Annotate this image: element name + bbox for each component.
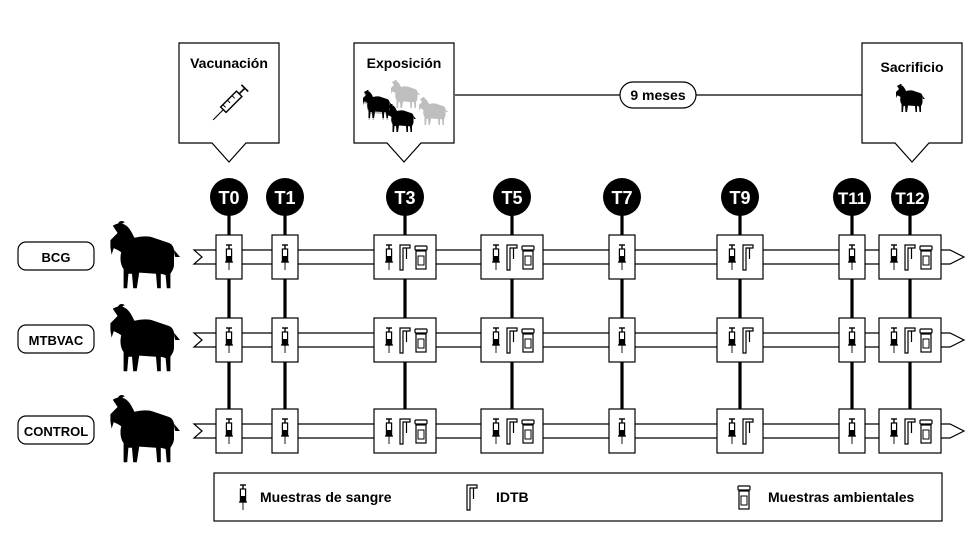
sample-box-t12 <box>878 317 942 363</box>
event-sacrifice-label: Sacrificio <box>880 59 943 75</box>
timepoint-markers: T0 T1 T3 T5 T7 T9 T11 T12 <box>210 178 929 216</box>
jar-icon <box>521 245 535 270</box>
sample-box-t5 <box>480 317 544 363</box>
jar-icon <box>414 245 428 270</box>
group-row-control: CONTROL <box>17 394 966 463</box>
sample-box-t1 <box>271 408 299 454</box>
timepoint-t11: T11 <box>833 178 871 216</box>
legend-blood-label: Muestras de sangre <box>260 489 392 505</box>
group-label-box <box>17 241 95 271</box>
timepoint-vertical-lines <box>227 197 912 431</box>
timepoint-label: T11 <box>838 189 866 208</box>
sample-box-t0 <box>215 317 243 363</box>
jar-icon <box>919 328 933 353</box>
group-label: BCG <box>42 250 71 265</box>
sample-box-t7 <box>608 234 636 280</box>
legend-environmental-icon <box>737 485 751 510</box>
timepoint-t12: T12 <box>891 178 929 216</box>
sample-box-t9 <box>716 408 764 454</box>
timepoint-t7: T7 <box>603 178 641 216</box>
sample-box-t3 <box>373 408 437 454</box>
sample-box-t5 <box>480 408 544 454</box>
timepoint-label: T0 <box>218 188 239 208</box>
event-vaccination: Vacunación <box>178 42 280 163</box>
jar-icon <box>919 245 933 270</box>
timepoint-t1: T1 <box>266 178 304 216</box>
jar-icon <box>521 328 535 353</box>
sample-box-t1 <box>271 234 299 280</box>
event-exposure: Exposición <box>353 42 455 163</box>
goat-icon <box>110 394 180 463</box>
legend-environmental-label: Muestras ambientales <box>768 489 914 505</box>
sample-box-t7 <box>608 317 636 363</box>
timepoint-label: T1 <box>274 188 295 208</box>
sample-box-t11 <box>838 408 866 454</box>
sample-box-t5 <box>480 234 544 280</box>
group-label: CONTROL <box>24 424 88 439</box>
sample-box-t3 <box>373 234 437 280</box>
jar-icon <box>414 419 428 444</box>
group-row-bcg: BCG <box>17 220 966 289</box>
timepoint-label: T5 <box>501 188 522 208</box>
event-vaccination-label: Vacunación <box>190 55 268 71</box>
sample-box-t9 <box>716 317 764 363</box>
group-label-box <box>17 324 95 354</box>
jar-icon <box>919 419 933 444</box>
timepoint-label: T9 <box>729 188 750 208</box>
sample-box-t7 <box>608 408 636 454</box>
event-exposure-label: Exposición <box>367 55 442 71</box>
event-sacrifice: Sacrificio <box>861 42 963 163</box>
legend-idtb-label: IDTB <box>496 489 529 505</box>
timepoint-label: T3 <box>394 188 415 208</box>
sample-box-t0 <box>215 408 243 454</box>
timepoint-t9: T9 <box>721 178 759 216</box>
timepoint-label: T7 <box>611 188 632 208</box>
group-label-box <box>17 415 95 445</box>
timepoint-t3: T3 <box>386 178 424 216</box>
jar-icon <box>414 328 428 353</box>
sample-box-t9 <box>716 234 764 280</box>
sample-box-t11 <box>838 317 866 363</box>
jar-icon <box>521 419 535 444</box>
sample-box-t12 <box>878 234 942 280</box>
timepoint-t0: T0 <box>210 178 248 216</box>
legend: Muestras de sangre IDTB Muestras ambient… <box>213 472 943 522</box>
timepoint-label: T12 <box>895 189 924 208</box>
group-row-mtbvac: MTBVAC <box>17 303 966 372</box>
timepoint-t5: T5 <box>493 178 531 216</box>
sample-box-t3 <box>373 317 437 363</box>
goat-icon <box>110 303 180 372</box>
duration-label: 9 meses <box>630 87 685 103</box>
syringe-icon <box>212 84 249 121</box>
sample-box-t1 <box>271 317 299 363</box>
sample-box-t0 <box>215 234 243 280</box>
duration-line: 9 meses <box>455 81 862 109</box>
group-label: MTBVAC <box>29 333 84 348</box>
sample-box-t11 <box>838 234 866 280</box>
sample-box-t12 <box>878 408 942 454</box>
group-rows: BCG MTBVAC CONTROL <box>17 220 966 463</box>
goat-icon <box>110 220 180 289</box>
